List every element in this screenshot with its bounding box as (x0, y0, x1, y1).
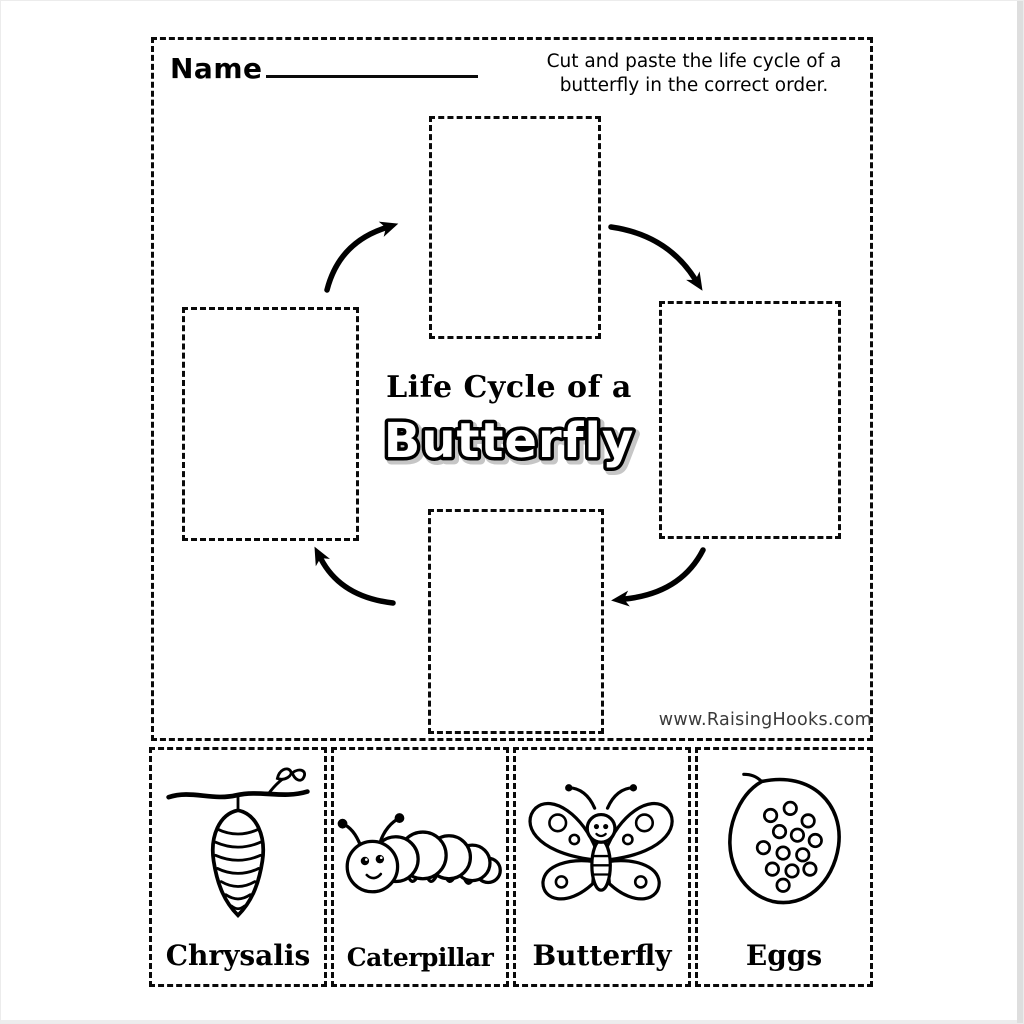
website-credit: www.RaisingHooks.com (658, 710, 872, 730)
svg-text:Butterfly: Butterfly (384, 413, 635, 469)
title-line1: Life Cycle of a (386, 370, 632, 405)
title-bubble-text: Butterfly Butterfly (380, 410, 641, 477)
card-label-butterfly: Butterfly (532, 939, 672, 972)
cutout-card-eggs: Eggs (695, 747, 873, 987)
instructions-line1: Cut and paste the life cycle of a (546, 51, 842, 72)
name-row: Name (170, 52, 478, 85)
instructions-text: Cut and paste the life cycle of a butter… (526, 50, 862, 99)
caterpillar-illustration (334, 750, 506, 943)
chrysalis-illustration (152, 750, 324, 939)
cutout-card-caterpillar: Caterpillar (331, 747, 509, 987)
eggs-illustration (698, 750, 870, 939)
card-label-chrysalis: Chrysalis (165, 939, 311, 972)
svg-text:Butterfly: Butterfly (387, 416, 638, 472)
cutout-card-butterfly: Butterfly (513, 747, 691, 987)
paste-box-left (182, 307, 359, 541)
paste-box-bottom (428, 509, 604, 734)
worksheet-frame: Name Cut and paste the life cycle of a b… (151, 37, 873, 741)
card-label-caterpillar: Caterpillar (346, 943, 494, 972)
cutout-card-chrysalis: Chrysalis (149, 747, 327, 987)
paste-box-top (429, 116, 601, 339)
name-label: Name (170, 52, 263, 85)
paste-box-right (659, 301, 841, 539)
card-label-eggs: Eggs (745, 939, 823, 972)
worksheet-title: Life Cycle of a Butterfly Butterfly (359, 370, 659, 477)
cutout-cards-row: Chrysalis (149, 747, 873, 987)
instructions-line2: butterfly in the correct order. (559, 75, 829, 97)
butterfly-illustration (516, 750, 688, 939)
name-blank-line (265, 54, 478, 78)
